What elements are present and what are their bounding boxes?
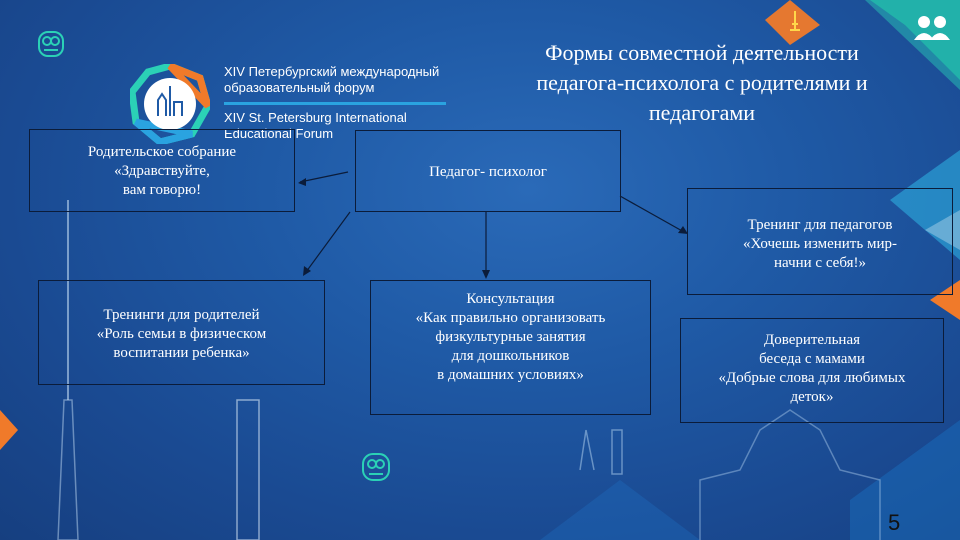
box-line: для дошкольников <box>451 348 570 364</box>
box-conversation: Доверительная беседа с мамами «Добрые сл… <box>680 318 944 423</box>
forum-ru-line: XIV Петербургский международный <box>224 64 440 79</box>
box-line: «Роль семьи в физическом <box>96 326 267 342</box>
title-line: Формы совместной деятельности <box>545 40 859 65</box>
box-line: Педагог- психолог <box>429 164 547 180</box>
box-line: «Добрые слова для любимых <box>718 370 906 386</box>
box-line: воспитании ребенка» <box>113 345 250 361</box>
title-line: педагога-психолога с родителями и <box>536 70 868 95</box>
box-line: физкультурные занятия <box>435 329 586 345</box>
box-line: Консультация <box>466 291 555 307</box>
box-line: Тренинги для родителей <box>103 307 260 323</box>
title-line: педагогами <box>648 100 756 125</box>
box-line: Тренинг для педагогов <box>747 217 893 233</box>
slide-title: Формы совместной деятельности педагога-п… <box>492 38 912 128</box>
box-parent-training: Тренинги для родителей «Роль семьи в физ… <box>38 280 325 385</box>
people-icon <box>914 16 950 40</box>
box-line: деток» <box>790 389 834 405</box>
forum-en-line: XIV St. Petersburg International <box>224 110 407 125</box>
box-consultation: Консультация «Как правильно организовать… <box>370 280 651 415</box>
box-line: беседа с мамами <box>759 351 865 367</box>
owl-icon <box>38 31 64 57</box>
forum-ru-line: образовательный форум <box>224 80 375 95</box>
tower-icon <box>790 11 800 31</box>
owl-icon <box>362 453 390 481</box>
box-line: «Как правильно организовать <box>415 310 606 326</box>
box-teacher-training: Тренинг для педагогов «Хочешь изменить м… <box>687 188 953 295</box>
forum-divider <box>224 102 446 105</box>
forum-logo <box>130 64 210 144</box>
box-line: начни с себя!» <box>774 255 866 271</box>
box-parent-meeting: Родительское собрание «Здравствуйте, вам… <box>29 129 295 212</box>
page-number: 5 <box>888 510 901 535</box>
box-line: Доверительная <box>763 332 861 348</box>
box-line: Родительское собрание <box>87 144 237 160</box>
forum-name: XIV Петербургский международный образова… <box>224 64 446 142</box>
box-line: в домашних условиях» <box>437 367 584 383</box>
box-line: вам говорю! <box>122 182 202 198</box>
box-line: «Хочешь изменить мир- <box>743 236 897 252</box>
box-psychologist: Педагог- психолог <box>355 130 621 212</box>
box-line: «Здравствуйте, <box>114 163 210 179</box>
